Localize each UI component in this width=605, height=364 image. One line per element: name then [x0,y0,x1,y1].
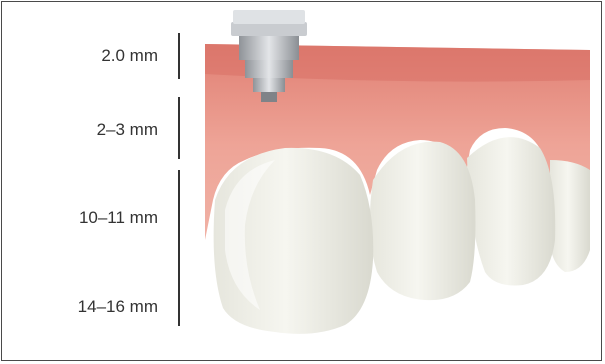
dental-illustration [205,10,590,340]
measurement-label-gingiva: 2–3 mm [97,120,158,140]
measurement-bar-implant [178,33,180,79]
measurement-bar-crown [178,170,180,326]
tooth-canine [550,160,590,272]
measurement-label-crown: 10–11 mm [79,208,158,228]
tooth-lateral-incisor [370,142,476,301]
measurement-bar-gingiva [178,97,180,159]
tooth-premolar [467,137,555,285]
measurement-label-implant: 2.0 mm [101,46,158,66]
measurement-label-total: 14–16 mm [78,297,158,317]
